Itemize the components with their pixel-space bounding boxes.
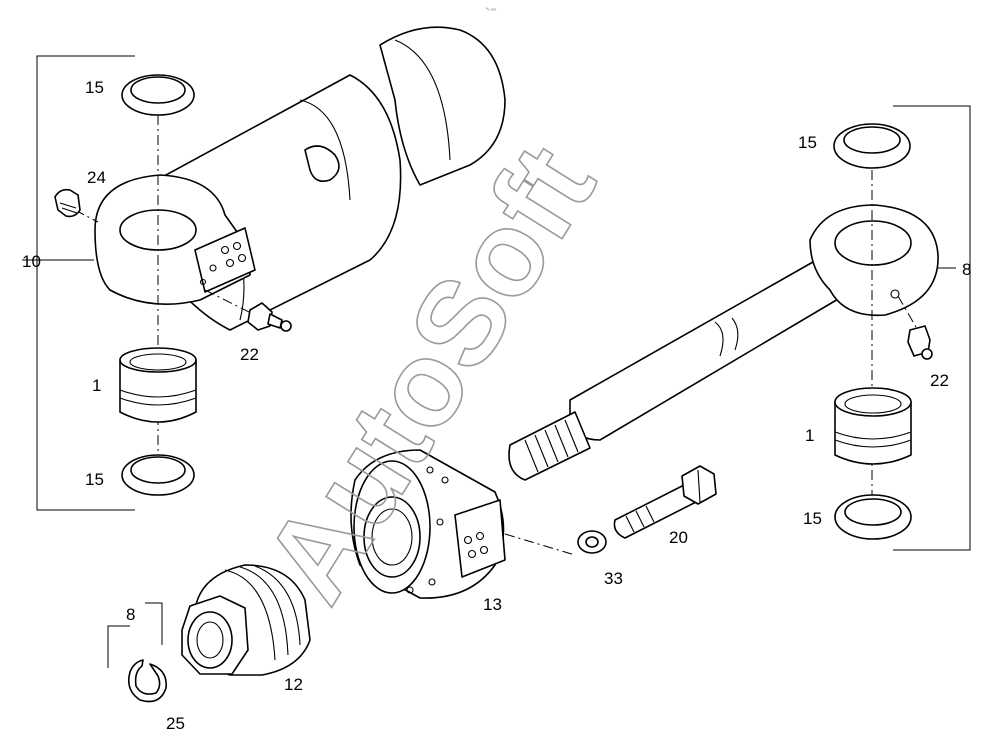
right-seal-top <box>833 123 911 169</box>
piston <box>350 449 506 599</box>
callout-right-grease-nipple: 22 <box>930 371 949 390</box>
right-nipple-guide <box>897 295 921 335</box>
callout-left-seal-top: 15 <box>85 78 104 97</box>
callout-left-plug: 24 <box>87 168 106 187</box>
right-seal-bottom <box>834 494 912 540</box>
callout-left-seal-bottom: 15 <box>85 470 104 489</box>
callout-bolt: 20 <box>669 528 688 547</box>
callout-right-seal-bottom: 15 <box>803 509 822 528</box>
callout-gland-nut: 12 <box>284 675 303 694</box>
callout-right-assembly: 8 <box>962 260 971 279</box>
callout-piston: 13 <box>483 595 502 614</box>
left-seal-top <box>121 74 195 116</box>
left-seal-bottom <box>121 454 195 496</box>
left-grease-nipple <box>247 302 292 332</box>
left-group-bracket <box>36 55 135 511</box>
callout-circlip: 25 <box>166 714 185 733</box>
corner-mark: ᵃₒ ₛₒₒₒ <box>486 6 497 11</box>
circlip-bracket <box>107 625 130 668</box>
left-nipple-guide <box>204 289 256 316</box>
right-rod-eye <box>809 204 939 317</box>
callout-left-grease-nipple: 22 <box>240 345 259 364</box>
callout-left-assembly: 10 <box>22 252 41 271</box>
callout-ring-ref: 8 <box>126 605 135 624</box>
callout-right-bushing: 1 <box>805 426 814 445</box>
callout-right-seal-top: 15 <box>798 133 817 152</box>
washer <box>577 530 607 554</box>
callout-washer: 33 <box>604 569 623 588</box>
callout-left-bushing: 1 <box>92 376 101 395</box>
left-bushing <box>119 347 197 423</box>
right-bushing <box>834 387 912 465</box>
gland-nut <box>181 564 311 676</box>
piston-bolt-guide <box>504 533 576 556</box>
circlip <box>127 659 167 703</box>
right-grease-nipple <box>907 325 933 360</box>
piston-rod <box>508 257 851 481</box>
bolt <box>613 465 717 539</box>
right-group-bracket <box>893 105 971 551</box>
left-plug <box>54 188 81 218</box>
